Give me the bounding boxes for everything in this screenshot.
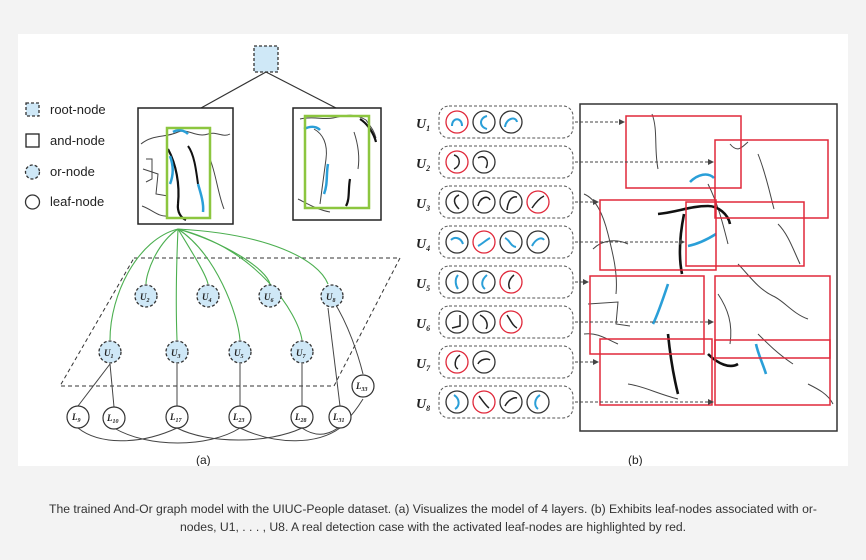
or-node-u5 bbox=[228, 340, 252, 364]
leaf-circles bbox=[445, 110, 550, 414]
leaf-circle bbox=[445, 350, 469, 374]
or-node-u7-label: U7 bbox=[296, 348, 307, 360]
leaf-nodes: L9 L10 L17 L23 L28 L31 L33 bbox=[66, 374, 375, 430]
leaf-circle bbox=[472, 310, 496, 334]
panel-b-label: (b) bbox=[628, 453, 643, 466]
leaf-circle bbox=[445, 270, 469, 294]
panel-a-label: (a) bbox=[196, 453, 211, 466]
leaf-circle bbox=[472, 270, 496, 294]
row-boxes bbox=[438, 105, 574, 419]
leaf-circle bbox=[499, 390, 523, 414]
leaf-circle bbox=[526, 190, 550, 214]
arrow-heads bbox=[583, 119, 714, 405]
legend-or-label: or-node bbox=[50, 164, 95, 179]
row-arrows bbox=[575, 121, 712, 403]
legend-and-swatch bbox=[25, 133, 40, 148]
leaf-node-l28-label: L28 bbox=[294, 412, 307, 424]
or-node-u3 bbox=[165, 340, 189, 364]
or-node-u8-label: U8 bbox=[326, 292, 336, 304]
detection-boxes bbox=[589, 115, 831, 406]
row-label-u4: U4 bbox=[416, 237, 430, 253]
panel-b-leaf-table: U1 U2 U3 U4 U5 U6 U7 U8 bbox=[416, 103, 838, 466]
leaf-circle bbox=[445, 230, 469, 254]
figure-caption: The trained And-Or graph model with the … bbox=[20, 500, 846, 536]
leaf-node-l9 bbox=[66, 405, 90, 429]
and-node-image-right bbox=[292, 107, 382, 221]
legend-root-swatch bbox=[25, 102, 40, 117]
legend-leaf-swatch bbox=[24, 194, 41, 210]
leaf-node-l10 bbox=[102, 406, 126, 430]
caption-line-1: The trained And-Or graph model with the … bbox=[49, 502, 817, 516]
leaf-circle bbox=[472, 190, 496, 214]
leaf-circle bbox=[445, 310, 469, 334]
or-to-leaf-edges bbox=[77, 301, 364, 444]
row-label-u1: U1 bbox=[416, 117, 430, 133]
legend-leaf-label: leaf-node bbox=[50, 194, 104, 209]
leaf-circle bbox=[499, 230, 523, 254]
leaf-node-l28 bbox=[290, 405, 314, 429]
figure: root-node and-node or-node leaf-node bbox=[18, 34, 848, 466]
or-node-u6-label: U6 bbox=[264, 292, 274, 304]
row-label-u7: U7 bbox=[416, 357, 431, 373]
leaf-node-l23 bbox=[228, 405, 252, 429]
or-node-u2 bbox=[134, 284, 158, 308]
leaf-circle bbox=[445, 190, 469, 214]
or-node-u4 bbox=[196, 284, 220, 308]
or-node-u1 bbox=[98, 340, 122, 364]
or-node-u2-label: U2 bbox=[140, 292, 150, 304]
or-node-u6 bbox=[258, 284, 282, 308]
or-node-u5-label: U5 bbox=[234, 348, 244, 360]
legend-and-label: and-node bbox=[50, 133, 105, 148]
leaf-node-l9-label: L9 bbox=[71, 412, 81, 424]
legend: root-node and-node or-node leaf-node bbox=[24, 102, 106, 210]
leaf-node-l10-label: L10 bbox=[106, 413, 119, 425]
leaf-circle bbox=[472, 110, 496, 134]
and-to-or-edges bbox=[109, 228, 329, 341]
or-node-u1-label: U1 bbox=[104, 348, 114, 360]
leaf-circle bbox=[499, 190, 523, 214]
row-labels: U1 U2 U3 U4 U5 U6 U7 U8 bbox=[416, 117, 431, 413]
legend-or-swatch bbox=[24, 164, 41, 180]
or-node-u4-label: U4 bbox=[202, 292, 212, 304]
leaf-circle bbox=[445, 110, 469, 134]
leaf-node-l31-label: L31 bbox=[332, 412, 345, 424]
or-node-u7 bbox=[290, 340, 314, 364]
row-label-u3: U3 bbox=[416, 197, 430, 213]
row-label-u8: U8 bbox=[416, 397, 430, 413]
or-layer-plane bbox=[59, 257, 401, 387]
leaf-circle bbox=[445, 390, 469, 414]
leaf-circle bbox=[499, 270, 523, 294]
leaf-circle bbox=[472, 350, 496, 374]
detection-image bbox=[579, 103, 838, 432]
leaf-node-l23-label: L23 bbox=[232, 412, 245, 424]
leaf-node-l31 bbox=[328, 405, 352, 429]
or-node-u8 bbox=[320, 284, 344, 308]
row-label-u6: U6 bbox=[416, 317, 430, 333]
leaf-circle bbox=[499, 110, 523, 134]
row-label-u2: U2 bbox=[416, 157, 430, 173]
or-nodes: U2 U4 U6 U8 U1 U3 U5 U7 bbox=[98, 284, 344, 364]
or-node-u3-label: U3 bbox=[171, 348, 181, 360]
root-node bbox=[253, 45, 279, 73]
leaf-circle bbox=[445, 150, 469, 174]
leaf-node-l17-label: L17 bbox=[169, 412, 183, 424]
caption-line-2: nodes, U1, . . . , U8. A real detection … bbox=[179, 520, 687, 534]
panel-a-graph: root-node and-node or-node leaf-node bbox=[24, 45, 401, 466]
leaf-node-l17 bbox=[165, 405, 189, 429]
and-node-image-left bbox=[137, 107, 234, 225]
leaf-node-l33-label: L33 bbox=[355, 381, 368, 393]
leaf-node-l33 bbox=[351, 374, 375, 398]
row-label-u5: U5 bbox=[416, 277, 430, 293]
leaf-circle bbox=[526, 390, 550, 414]
leaf-circle bbox=[526, 230, 550, 254]
legend-root-label: root-node bbox=[50, 102, 106, 117]
leaf-circle bbox=[472, 150, 496, 174]
